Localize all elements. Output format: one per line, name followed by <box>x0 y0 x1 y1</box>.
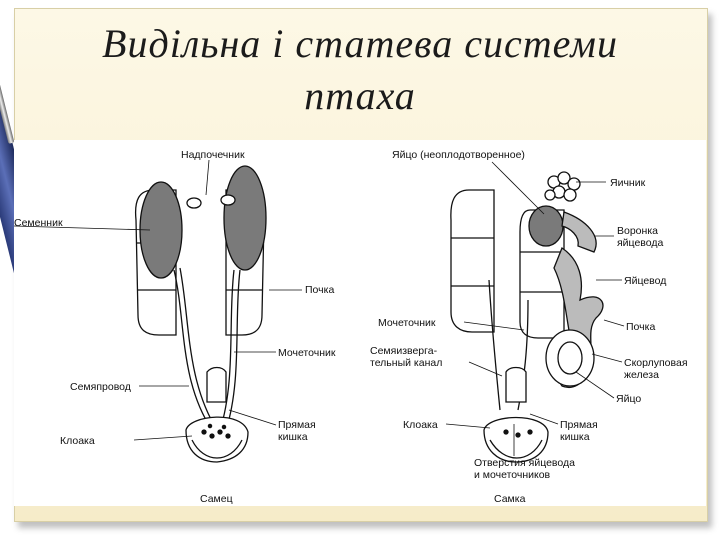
label-ejac-2: тельный канал <box>370 357 442 369</box>
label-rectum-male-1: Прямая <box>278 419 316 431</box>
label-testis: Семенник <box>14 217 63 229</box>
slide-title: Видільна і статева системи птаха <box>20 18 700 122</box>
male-leaders <box>13 159 302 441</box>
label-ejac-1: Семяизверга- <box>370 345 438 357</box>
caption-female: Самка <box>494 493 526 505</box>
female-diagram <box>450 171 604 463</box>
anatomy-figure: Надпочечник Семенник Почка Мочеточник Се… <box>13 140 706 506</box>
title-line-2: птаха <box>304 73 416 118</box>
male-diagram <box>134 165 267 463</box>
label-rectum-female-1: Прямая <box>560 419 598 431</box>
label-funnel-2: яйцевода <box>617 237 663 249</box>
label-openings-2: и мочеточников <box>474 469 551 481</box>
label-ureter-female: Мочеточник <box>378 317 436 329</box>
anatomy-diagram: Надпочечник Семенник Почка Мочеточник Се… <box>13 149 688 505</box>
label-kidney-female: Почка <box>626 321 655 333</box>
female-leaders <box>445 161 625 456</box>
label-egg: Яйцо <box>616 393 641 405</box>
label-ovary: Яичник <box>610 177 646 189</box>
caption-male: Самец <box>200 493 233 505</box>
title-line-1: Видільна і статева системи <box>102 21 618 66</box>
label-oviduct: Яйцевод <box>624 275 666 287</box>
label-shell-gland-2: железа <box>624 369 659 381</box>
label-cloaca-female: Клоака <box>403 419 438 431</box>
label-shell-gland-1: Скорлуповая <box>624 357 688 369</box>
label-rectum-male-2: кишка <box>278 431 308 443</box>
label-openings-1: Отверстия яйцевода <box>474 457 575 469</box>
label-kidney-male: Почка <box>305 284 334 296</box>
label-cloaca-male: Клоака <box>60 435 95 447</box>
label-vas-deferens: Семяпровод <box>70 381 131 393</box>
label-adrenal: Надпочечник <box>181 149 245 161</box>
label-ureter-male: Мочеточник <box>278 347 336 359</box>
label-rectum-female-2: кишка <box>560 431 590 443</box>
label-funnel-1: Воронка <box>617 225 658 237</box>
label-egg-unfertilized: Яйцо (неоплодотворенное) <box>392 149 525 161</box>
